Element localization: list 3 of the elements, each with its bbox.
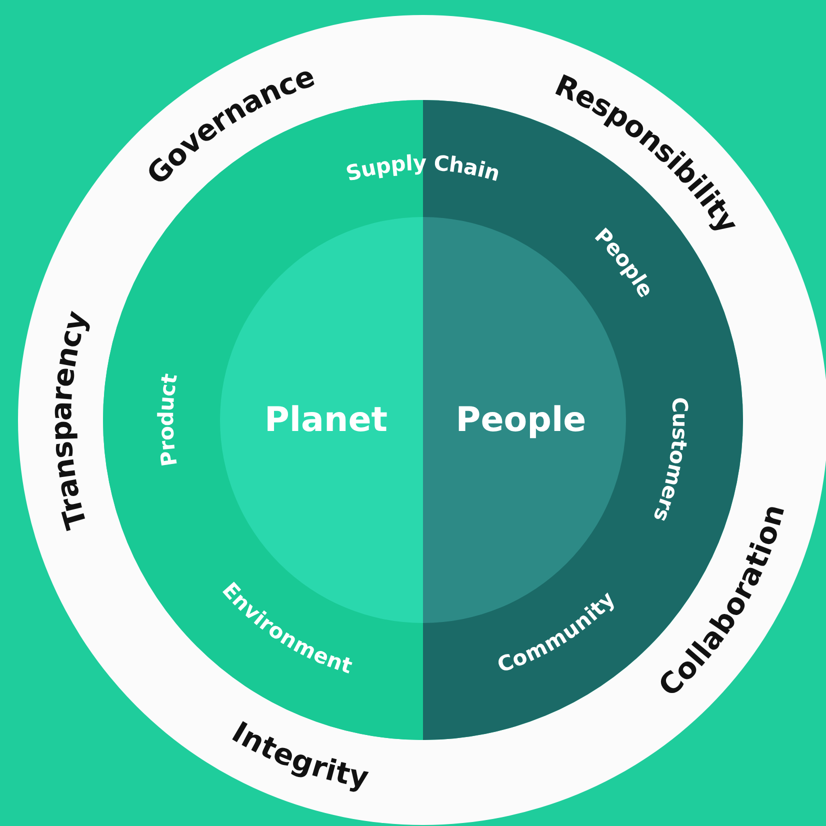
center-label: Planet [264,400,388,440]
ring-label: Supply Chain [343,150,503,186]
center-label: People [456,400,586,440]
